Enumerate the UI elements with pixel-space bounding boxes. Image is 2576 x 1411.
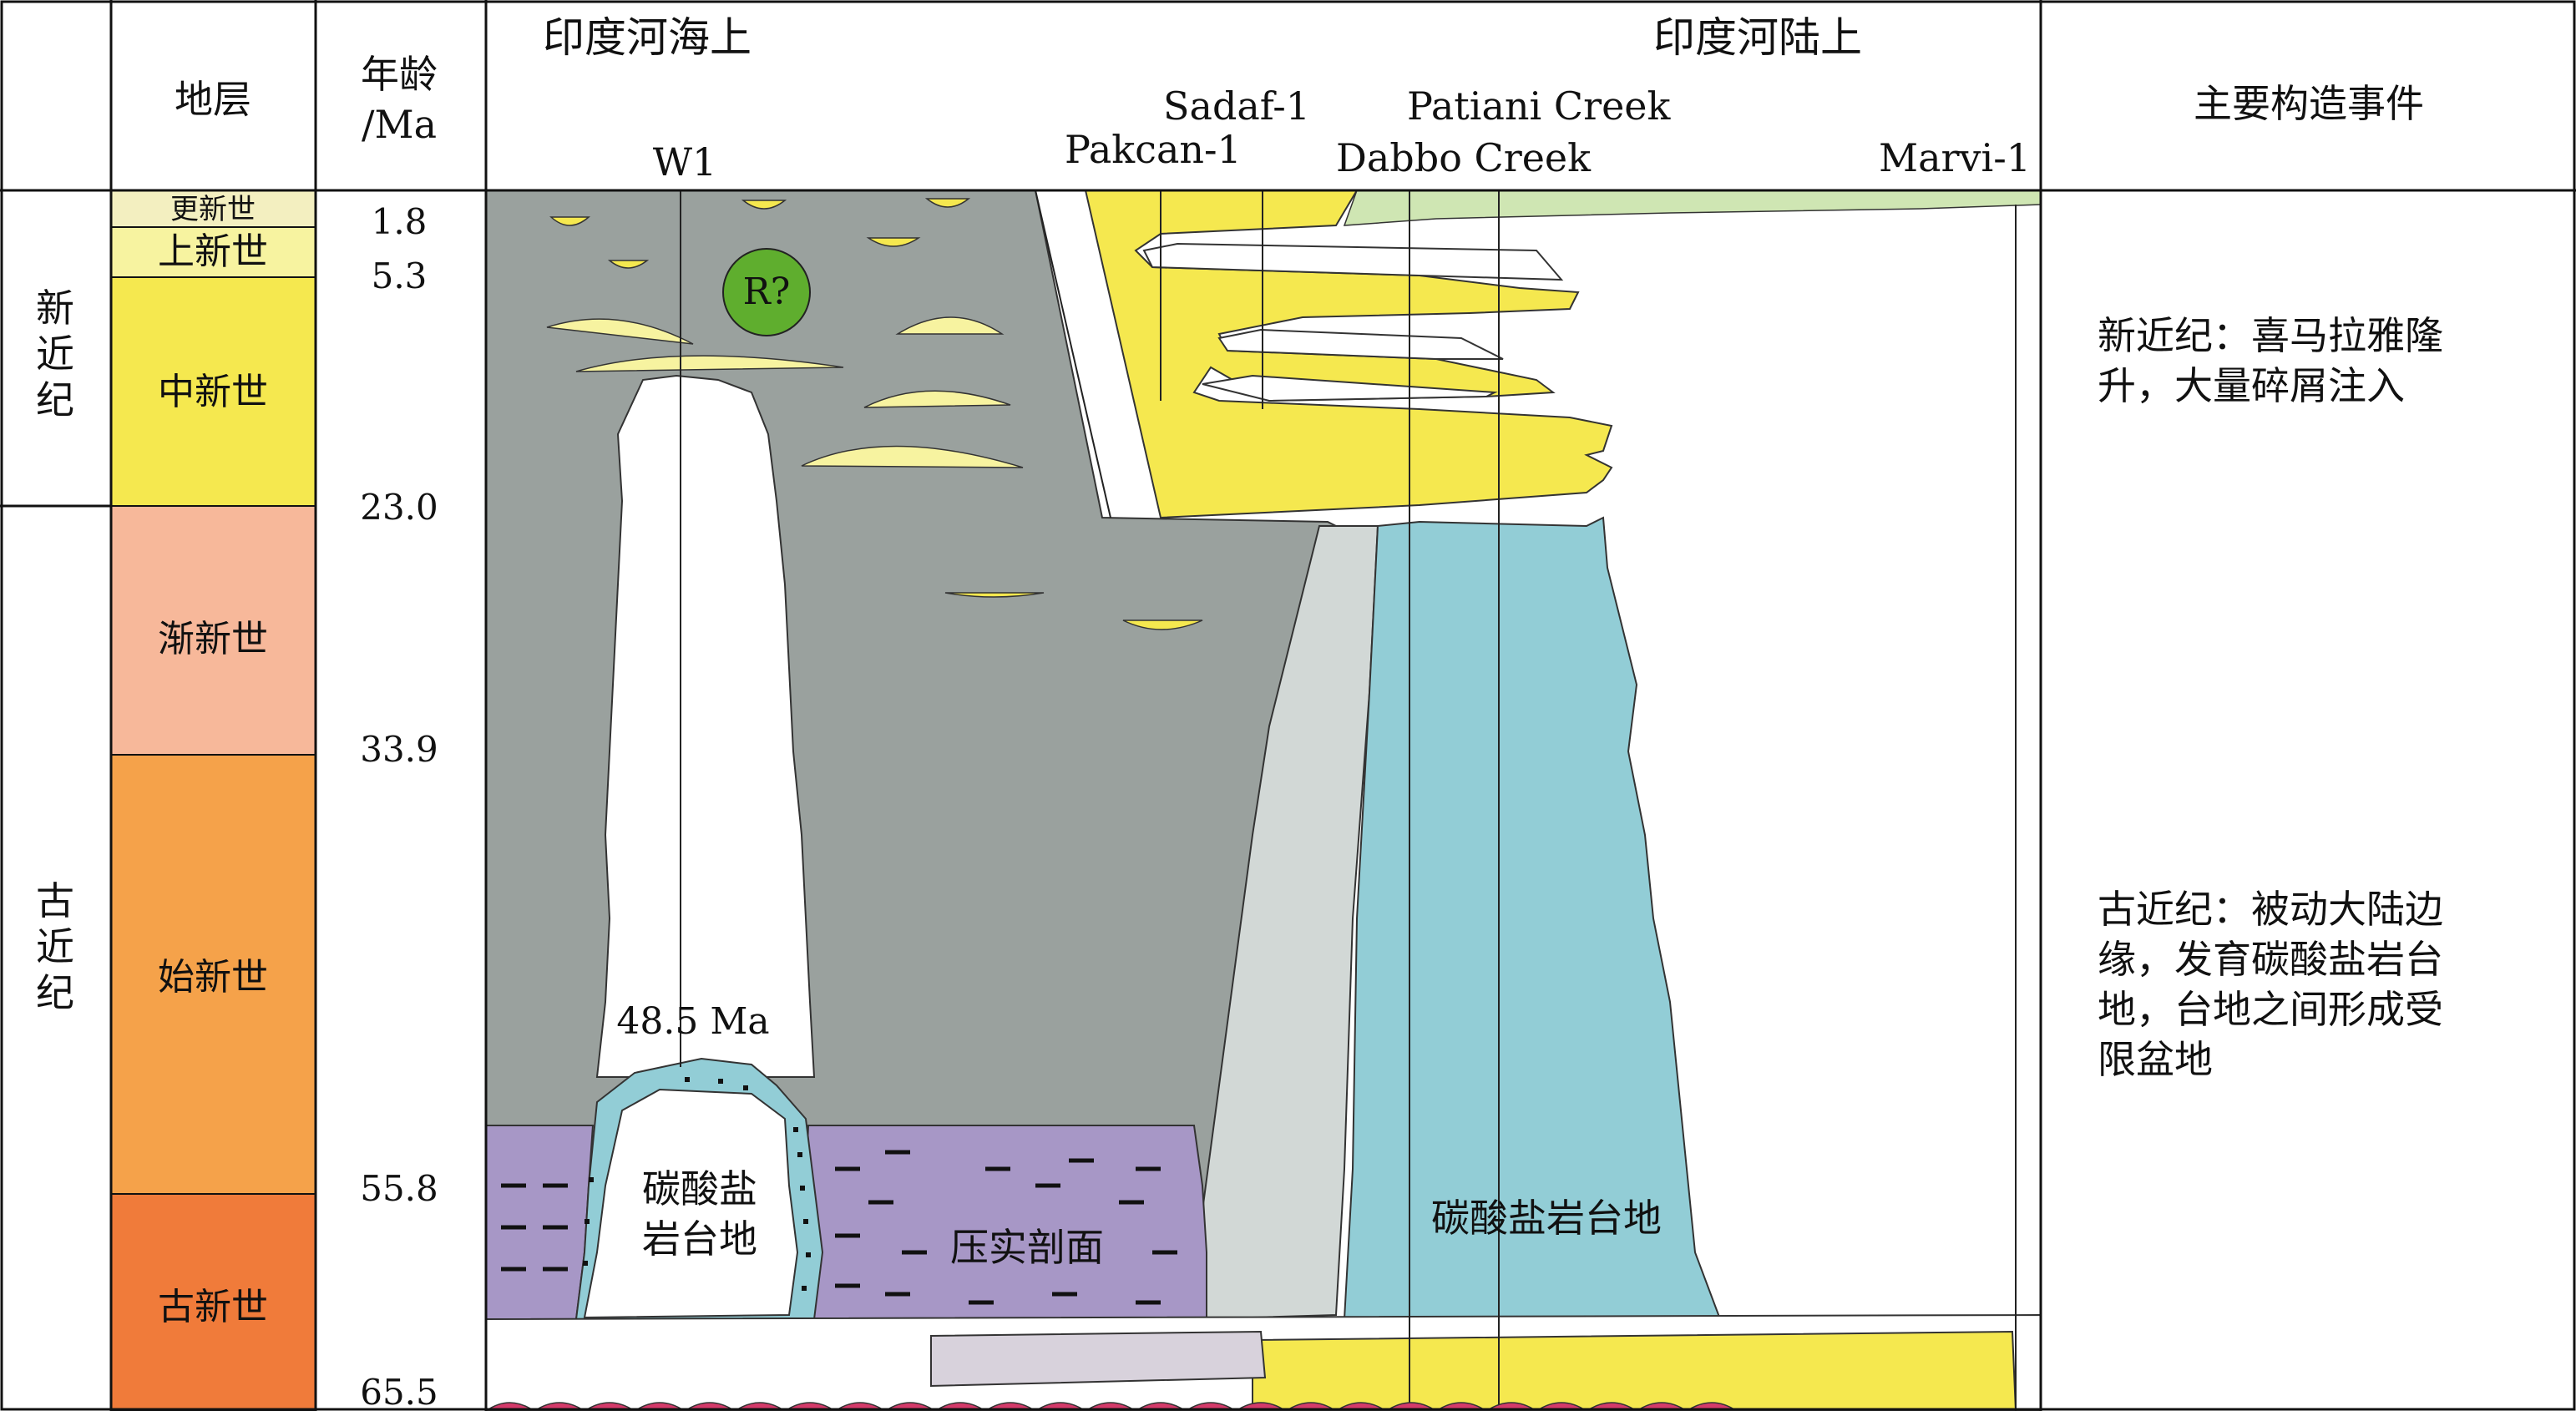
header-age-line1: 年龄: [361, 52, 438, 97]
pakcan-well-line: [1035, 190, 1111, 518]
epoch-oligocene: [110, 505, 316, 756]
well-patiani: Patiani Creek: [1407, 83, 1672, 129]
well-dabbo: Dabbo Creek: [1336, 135, 1592, 180]
compaction-dash-texture: [501, 1150, 1177, 1305]
svg-text:古: 古: [36, 878, 74, 923]
w1-age-label: 48.5 Ma: [616, 1000, 769, 1043]
platform-left-label-1: 碳酸盐: [642, 1166, 757, 1211]
event-neogene-line-2: 升，大量碎屑注入: [2098, 363, 2405, 408]
epoch-miocene: [110, 276, 316, 507]
purple-right: [804, 1125, 1207, 1320]
well-pakcan: Pakcan-1: [1065, 127, 1242, 172]
carbonate-platform-left-core: [583, 1088, 799, 1319]
basal-yellow-sand: [1252, 1330, 2017, 1411]
well-sadaf: Sadaf-1: [1163, 83, 1310, 129]
top-green-wedge: [1343, 190, 2041, 226]
epoch-pliocene-label: 上新世: [158, 230, 268, 273]
svg-text:新: 新: [36, 286, 74, 331]
svg-text:纪: 纪: [36, 377, 74, 422]
event-neogene-line-1: 新近纪：喜马拉雅隆: [2098, 313, 2443, 358]
small-yellow-lenses: [549, 198, 971, 269]
epoch-column: [110, 190, 316, 1411]
epoch-eocene-label: 始新世: [158, 956, 268, 999]
period-neogene: 新 近 纪: [36, 286, 74, 422]
age-column: 1.8 5.3 23.0 33.9 55.8 65.5: [360, 201, 438, 1411]
well-marvi: Marvi-1: [1879, 135, 2031, 180]
age-1-8: 1.8: [372, 201, 428, 242]
well-w1: W1: [653, 139, 717, 185]
header-stratum: 地层: [175, 77, 251, 122]
epoch-oligocene-label: 渐新世: [158, 618, 268, 660]
age-5-3: 5.3: [372, 255, 428, 296]
epoch-paleocene-label: 古新世: [158, 1286, 268, 1328]
event-paleogene-line-4: 限盆地: [2098, 1037, 2213, 1082]
purple-left: [486, 1125, 595, 1320]
period-paleogene: 古 近 纪: [36, 878, 74, 1015]
cross-section-body: [486, 190, 2041, 1411]
event-paleogene-line-1: 古近纪：被动大陆边: [2098, 887, 2443, 932]
r-marker-circle: [722, 248, 811, 336]
header-age-line2: /Ma: [362, 102, 437, 147]
svg-text:纪: 纪: [36, 970, 74, 1015]
compaction-label: 压实剖面: [950, 1225, 1104, 1270]
w1-white-column: [595, 374, 816, 1078]
sand-lenses: [546, 316, 1203, 630]
carbonate-platform-right: [1343, 516, 1722, 1320]
age-23-0: 23.0: [360, 487, 438, 528]
header-onshore: 印度河陆上: [1653, 13, 1862, 62]
epoch-miocene-label: 中新世: [158, 371, 268, 413]
event-paleogene-line-3: 地，台地之间形成受: [2098, 987, 2443, 1032]
platform-rim-dots: [583, 1077, 811, 1291]
r-marker-label: R?: [743, 271, 791, 313]
platform-right-label: 碳酸盐岩台地: [1431, 1196, 1662, 1241]
basal-shale-lens: [930, 1330, 1267, 1388]
epoch-eocene: [110, 754, 316, 1195]
platform-left-label-2: 岩台地: [642, 1216, 757, 1262]
header-events: 主要构造事件: [2194, 81, 2424, 126]
epoch-pleistocene-label: 更新世: [170, 193, 256, 226]
age-33-9: 33.9: [360, 729, 438, 770]
svg-text:近: 近: [36, 331, 74, 377]
svg-text:近: 近: [36, 924, 74, 969]
tectonic-events: 新近纪：喜马拉雅隆 升，大量碎屑注入 古近纪：被动大陆边 缘，发育碳酸盐岩台 地…: [2098, 313, 2443, 1082]
event-paleogene-line-2: 缘，发育碳酸盐岩台: [2098, 937, 2443, 982]
age-55-8: 55.8: [360, 1168, 438, 1209]
header-offshore: 印度河海上: [543, 13, 752, 62]
onshore-white-tongues: [1142, 242, 1564, 402]
age-65-5: 65.5: [360, 1372, 438, 1411]
epoch-paleocene: [110, 1193, 316, 1411]
